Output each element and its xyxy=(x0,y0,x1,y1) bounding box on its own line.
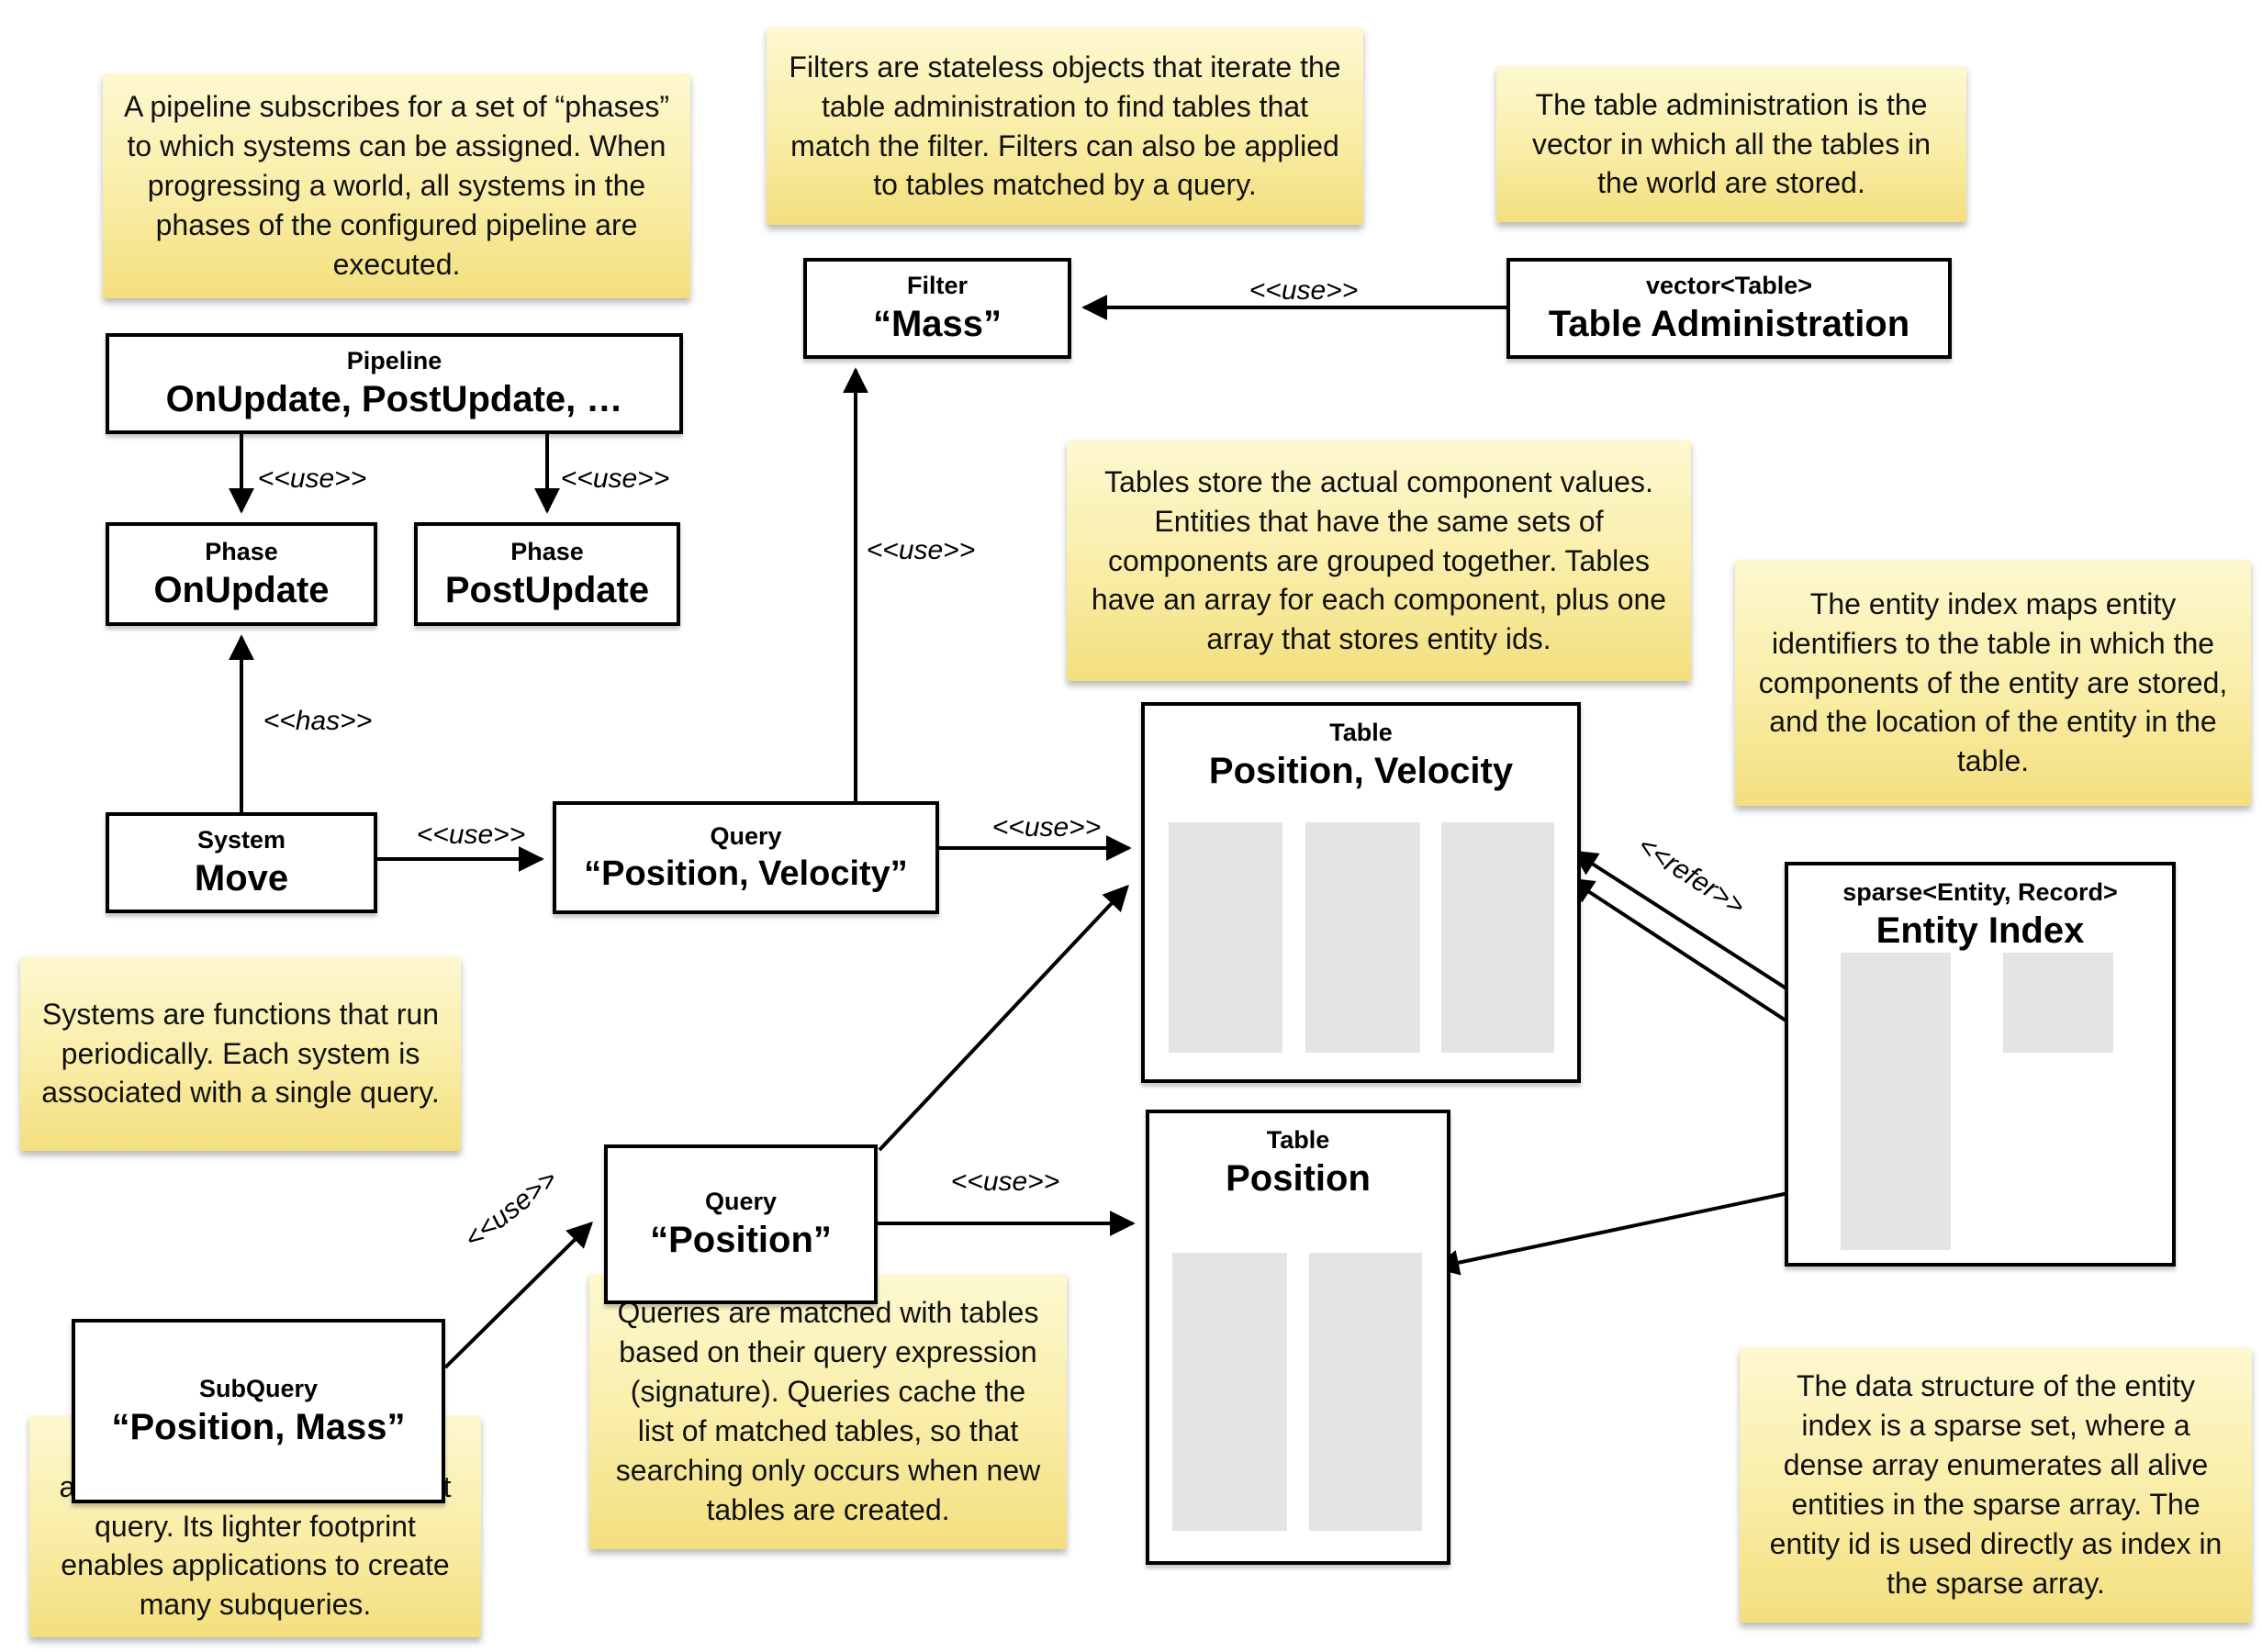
filter-mass-stereotype: Filter xyxy=(906,272,968,299)
phase-onupdate-name: OnUpdate xyxy=(153,569,330,610)
pipeline-stereotype: Pipeline xyxy=(346,347,442,374)
query-position-box: Query “Position” xyxy=(604,1144,878,1304)
note-sparse-set-text: The data structure of the entity index i… xyxy=(1769,1369,2223,1600)
filter-mass-box: Filter “Mass” xyxy=(803,258,1071,359)
edge-subquery-use-querypos xyxy=(443,1222,593,1369)
component-array-2 xyxy=(1305,822,1420,1053)
query-position-velocity-stereotype: Query xyxy=(710,821,782,850)
table-position-velocity-stereotype: Table xyxy=(1329,719,1393,746)
subquery-name: “Position, Mass” xyxy=(111,1406,406,1447)
phase-postupdate-name: PostUpdate xyxy=(444,569,650,610)
use-label-system-query: <<use>> xyxy=(416,820,526,850)
query-position-velocity-name: “Position, Velocity” xyxy=(584,854,908,893)
system-move-name: Move xyxy=(194,858,289,899)
edge-querypos-to-tablepv xyxy=(878,884,1129,1152)
query-position-name: “Position” xyxy=(650,1220,832,1260)
note-filters-text: Filters are stateless objects that itera… xyxy=(789,50,1341,202)
note-table-admin-text: The table administration is the vector i… xyxy=(1532,87,1931,200)
note-queries: Queries are matched with tables based on… xyxy=(589,1274,1067,1549)
system-move-box: System Move xyxy=(106,812,377,913)
phase-onupdate-stereotype: Phase xyxy=(205,537,278,565)
note-filters: Filters are stateless objects that itera… xyxy=(767,28,1363,225)
table-administration-stereotype: vector<Table> xyxy=(1645,272,1813,299)
subquery-box: SubQuery “Position, Mass” xyxy=(72,1319,445,1503)
edge-entityindex-to-tablepos xyxy=(1433,1180,1842,1276)
use-label-querypos-tablepos: <<use>> xyxy=(950,1166,1060,1197)
table-administration-name: Table Administration xyxy=(1548,304,1910,344)
entity-index-name: Entity Index xyxy=(1876,910,2085,951)
entity-index-stereotype: sparse<Entity, Record> xyxy=(1842,878,2118,906)
has-label-system-phase: <<has>> xyxy=(263,706,373,736)
note-pipeline: A pipeline subscribes for a set of “phas… xyxy=(103,73,690,298)
note-systems-text: Systems are functions that run periodica… xyxy=(41,997,440,1110)
table-administration-box: vector<Table> Table Administration xyxy=(1506,258,1952,359)
note-tables: Tables store the actual component values… xyxy=(1067,441,1691,681)
use-label-query-filter: <<use>> xyxy=(866,535,976,565)
phase-onupdate-box: Phase OnUpdate xyxy=(106,522,377,626)
system-move-stereotype: System xyxy=(196,826,286,854)
note-entity-index-text: The entity index maps entity identifiers… xyxy=(1758,586,2228,778)
use-label-pipeline-postupdate: <<use>> xyxy=(560,463,670,494)
subquery-stereotype: SubQuery xyxy=(198,1374,319,1402)
use-label-querypv-tablepv: <<use>> xyxy=(991,812,1102,843)
note-tables-text: Tables store the actual component values… xyxy=(1091,464,1667,656)
use-label-pipeline-onupdate: <<use>> xyxy=(257,463,367,494)
dense-array xyxy=(2003,953,2113,1053)
note-sparse-set: The data structure of the entity index i… xyxy=(1740,1347,2252,1623)
query-position-velocity-box: Query “Position, Velocity” xyxy=(553,801,939,914)
table-position-velocity-name: Position, Velocity xyxy=(1208,751,1514,791)
filter-mass-name: “Mass” xyxy=(872,304,1002,344)
note-entity-index: The entity index maps entity identifiers… xyxy=(1735,560,2251,806)
note-table-admin: The table administration is the vector i… xyxy=(1496,66,1966,222)
table-position-stereotype: Table xyxy=(1266,1126,1330,1154)
position-component-array xyxy=(1172,1253,1287,1531)
phase-postupdate-stereotype: Phase xyxy=(510,537,584,565)
component-array-1 xyxy=(1169,822,1282,1053)
query-position-stereotype: Query xyxy=(704,1188,778,1215)
position-entity-id-array xyxy=(1309,1253,1422,1531)
sparse-array xyxy=(1841,953,1951,1250)
note-pipeline-text: A pipeline subscribes for a set of “phas… xyxy=(123,90,670,281)
use-label-tableadmin-filter: <<use>> xyxy=(1249,275,1359,306)
table-position-name: Position xyxy=(1226,1158,1371,1199)
refer-label-entityindex-tablepv: <<refer>> xyxy=(1632,830,1751,922)
phase-postupdate-box: Phase PostUpdate xyxy=(414,522,680,626)
pipeline-name: OnUpdate, PostUpdate, … xyxy=(165,379,623,419)
use-label-subquery-querypos: <<use>> xyxy=(458,1164,564,1256)
note-systems: Systems are functions that run periodica… xyxy=(20,956,461,1151)
entity-id-array xyxy=(1441,822,1554,1053)
pipeline-box: Pipeline OnUpdate, PostUpdate, … xyxy=(106,333,683,434)
note-queries-text: Queries are matched with tables based on… xyxy=(615,1296,1041,1526)
